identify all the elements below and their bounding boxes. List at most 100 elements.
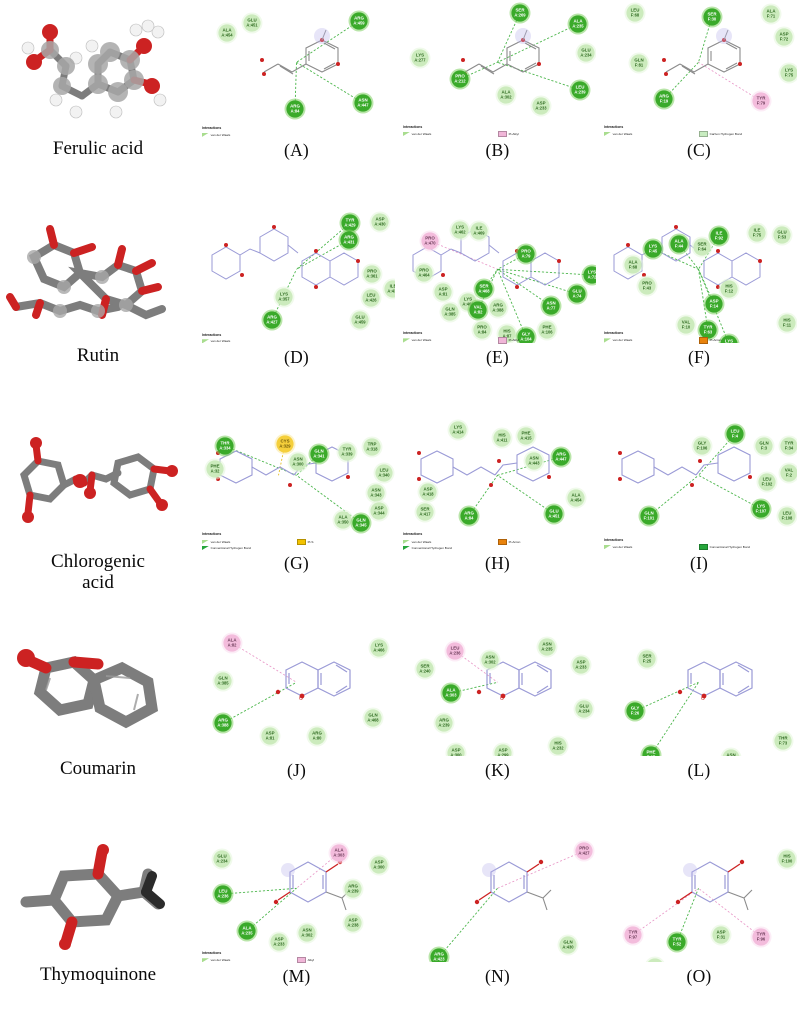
residue-bubble: LYS F:18 [718, 333, 740, 343]
residue-bubble: ARG A:239 [342, 878, 364, 900]
residue-bubble: LYS A:414 [447, 419, 469, 441]
residue-bubble: TYR F:97 [622, 924, 644, 946]
residue-bubble: ASN A:302 [479, 649, 501, 671]
svg-text:A:235: A:235 [572, 23, 584, 28]
svg-text:ASP: ASP [709, 298, 718, 303]
residue-bubble: GLN A:468 [362, 707, 384, 729]
svg-text:A:84: A:84 [291, 108, 301, 113]
molecule-cell: Coumarin [0, 620, 196, 827]
svg-text:A:299: A:299 [497, 752, 509, 756]
legend-swatch [202, 339, 209, 344]
svg-text:A:233: A:233 [273, 942, 285, 947]
residue-bubble: LEU A:236 [444, 640, 466, 662]
svg-text:F:102: F:102 [762, 482, 773, 487]
panel-legend: Interactions van der Waals Pi-Alkyl [403, 331, 593, 344]
svg-text:A:469: A:469 [473, 230, 485, 235]
svg-text:ARG: ARG [464, 511, 474, 516]
legend-label: Conventional Hydrogen Bond [210, 545, 252, 550]
svg-text:SER: SER [420, 663, 430, 668]
legend-swatch [403, 539, 410, 544]
panel-label: (N) [485, 966, 510, 987]
legend-swatch [604, 545, 611, 550]
residue-bubble: ALA A:350 [332, 509, 354, 531]
svg-text:ALA: ALA [573, 19, 583, 24]
svg-text:ASP: ASP [265, 730, 274, 735]
residue-bubble: GLN F:81 [628, 52, 650, 74]
residue-bubble: HIS F:11 [776, 312, 797, 334]
legend-swatch [403, 545, 410, 551]
svg-text:GLU: GLU [247, 18, 256, 23]
residue-bubble: PRO A:427 [573, 840, 595, 862]
panel-i: LEU F:4 GLY F:106 GLN F:3 TYR F:34 [598, 413, 800, 620]
svg-text:GLU: GLU [217, 854, 226, 859]
svg-text:ARG: ARG [354, 16, 364, 21]
legend-item: van der Waals [604, 544, 699, 550]
svg-text:A:459: A:459 [354, 319, 366, 324]
svg-text:F:92: F:92 [715, 235, 724, 240]
svg-text:A:300: A:300 [292, 462, 304, 467]
svg-text:A:431: A:431 [343, 239, 355, 244]
svg-text:F:2: F:2 [786, 473, 793, 478]
panel-legend: Interactions van der Waals Conventional … [604, 538, 794, 551]
svg-text:ASP: ASP [274, 937, 283, 942]
panel-g: THR A:334 CYS A:329 ASN A:300 GLN A:341 [196, 413, 397, 620]
residue-bubble: PRO A:84 [471, 319, 493, 341]
svg-text:A:300: A:300 [373, 865, 385, 870]
residue-bubble: ALA A:235 [567, 13, 589, 35]
svg-text:A:344: A:344 [373, 511, 385, 516]
panel-c: SER F:30 ALA F:71 ASP F:72 LYS F:75 [598, 0, 800, 207]
panel-label: (O) [686, 966, 712, 987]
svg-text:A:350: A:350 [337, 520, 349, 525]
svg-text:A:388: A:388 [217, 722, 229, 727]
legend-label: van der Waals [411, 338, 432, 343]
residue-bubble: GLU A:234 [573, 698, 595, 720]
svg-text:PRO: PRO [521, 248, 531, 253]
residue-bubble: ASP A:233 [268, 931, 290, 953]
svg-text:A:434: A:434 [387, 288, 395, 293]
svg-text:F:3: F:3 [761, 446, 768, 451]
svg-text:HIS: HIS [725, 283, 732, 288]
svg-text:A:81: A:81 [439, 291, 449, 296]
svg-text:ASN: ASN [529, 456, 538, 461]
svg-text:VAL: VAL [785, 468, 794, 473]
residue-bubble: ASN A:343 [365, 482, 387, 504]
legend-item: van der Waals [202, 339, 297, 344]
svg-text:PRO: PRO [579, 846, 589, 851]
molecule-structure-chlorogenic-acid [6, 417, 190, 547]
residue-bubble: GLU F:53 [771, 224, 793, 246]
residue-bubble: ALA A:235 [236, 920, 258, 942]
svg-text:SER: SER [515, 8, 525, 13]
svg-text:F:73: F:73 [779, 740, 788, 745]
svg-text:F:26: F:26 [631, 710, 640, 715]
svg-text:A:87: A:87 [503, 333, 513, 338]
svg-text:ASP: ASP [348, 918, 357, 923]
svg-text:ASN: ASN [726, 752, 735, 755]
svg-text:ASP: ASP [423, 487, 432, 492]
residue-bubble: ALA A:82 [221, 632, 243, 654]
legend-item: van der Waals [604, 131, 699, 137]
svg-text:LYS: LYS [416, 53, 424, 58]
panel-legend: Interactions van der Waals Pi-S Conventi… [202, 532, 392, 551]
legend-label: van der Waals [612, 131, 633, 136]
legend-swatch [604, 131, 611, 136]
residue-bubble: GLN F:101 [638, 505, 660, 527]
svg-text:GLN: GLN [563, 940, 572, 945]
svg-text:VAL: VAL [474, 304, 483, 309]
svg-text:F:43: F:43 [643, 285, 652, 290]
svg-text:A:345: A:345 [355, 523, 367, 528]
svg-text:A:84: A:84 [478, 329, 488, 334]
interaction-diagram-b: LYS A:277 PRO A:212 ALA A:302 ASP A:233 [397, 0, 598, 138]
svg-text:A:341: A:341 [313, 454, 325, 459]
legend-title: Interactions [403, 124, 423, 129]
molecule-name: Coumarin [60, 757, 136, 779]
svg-text:PRO: PRO [477, 324, 487, 329]
svg-text:PRO: PRO [455, 74, 465, 79]
residue-bubble: GLY F:106 [691, 435, 713, 457]
molecule-structure-coumarin [6, 624, 190, 754]
svg-text:A:430: A:430 [374, 221, 386, 226]
svg-text:GLN: GLN [368, 712, 377, 717]
legend-swatch [202, 539, 209, 544]
svg-text:A:462: A:462 [454, 229, 466, 234]
legend-label: van der Waals [210, 132, 231, 137]
svg-text:GLY: GLY [698, 441, 707, 446]
